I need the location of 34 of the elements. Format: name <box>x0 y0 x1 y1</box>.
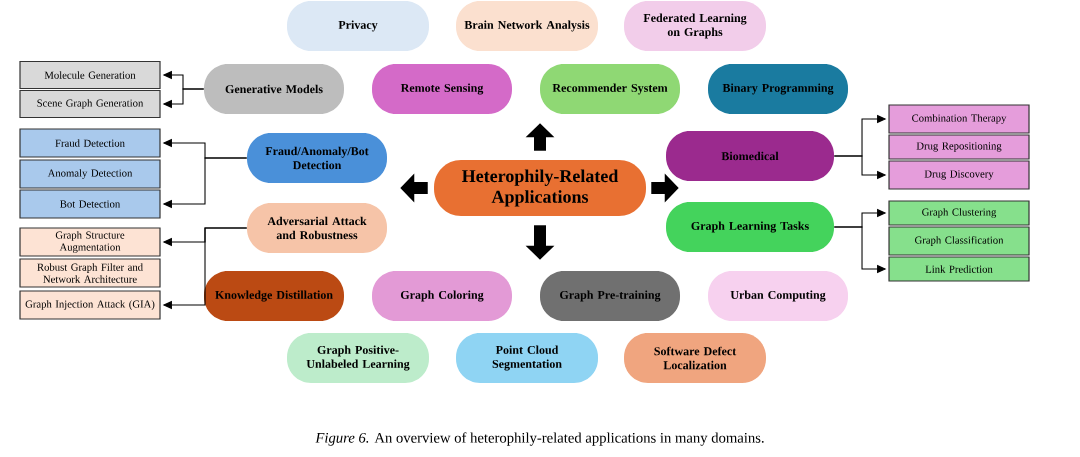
category-pill: Federated Learning on Graphs <box>624 1 766 51</box>
category-pill: Fraud/Anomaly/Bot Detection <box>247 133 387 183</box>
category-pill: Recommender System <box>540 64 680 114</box>
subtopic-box: Anomaly Detection <box>19 159 161 189</box>
category-pill: Point Cloud Segmentation <box>456 333 598 383</box>
central-pill: Heterophily-Related Applications <box>434 160 646 216</box>
category-pill: Urban Computing <box>708 271 848 321</box>
category-pill: Remote Sensing <box>372 64 512 114</box>
category-pill: Software Defect Localization <box>624 333 766 383</box>
subtopic-box: Graph Classification <box>888 226 1030 256</box>
category-pill: Graph Coloring <box>372 271 512 321</box>
subtopic-box: Drug Discovery <box>888 160 1030 190</box>
category-pill: Graph Learning Tasks <box>666 202 834 252</box>
subtopic-box: Robust Graph Filter and Network Architecture <box>19 258 161 288</box>
category-pill: Generative Models <box>204 64 344 114</box>
subtopic-box: Molecule Generation <box>19 60 161 90</box>
category-pill: Graph Positive-Unlabeled Learning <box>287 333 429 383</box>
subtopic-box: Bot Detection <box>19 189 161 219</box>
category-pill: Biomedical <box>666 131 834 181</box>
category-pill: Brain Network Analysis <box>456 1 598 51</box>
category-pill: Knowledge Distillation <box>204 271 344 321</box>
subtopic-box: Combination Therapy <box>888 104 1030 134</box>
category-pill: Graph Pre-training <box>540 271 680 321</box>
subtopic-box: Graph Injection Attack (GIA) <box>19 290 161 320</box>
subtopic-box: Graph Clustering <box>888 200 1030 226</box>
category-pill: Adversarial Attack and Robustness <box>247 203 387 253</box>
subtopic-box: Scene Graph Generation <box>19 89 161 119</box>
category-pill: Privacy <box>287 1 429 51</box>
subtopic-box: Graph Structure Augmentation <box>19 227 161 257</box>
subtopic-box: Fraud Detection <box>19 128 161 158</box>
category-pill: Binary Programming <box>708 64 848 114</box>
subtopic-box: Drug Repositioning <box>888 134 1030 160</box>
subtopic-box: Link Prediction <box>888 256 1030 282</box>
figure-caption: Figure 6. An overview of heterophily-related applications in many domains. <box>315 432 764 446</box>
